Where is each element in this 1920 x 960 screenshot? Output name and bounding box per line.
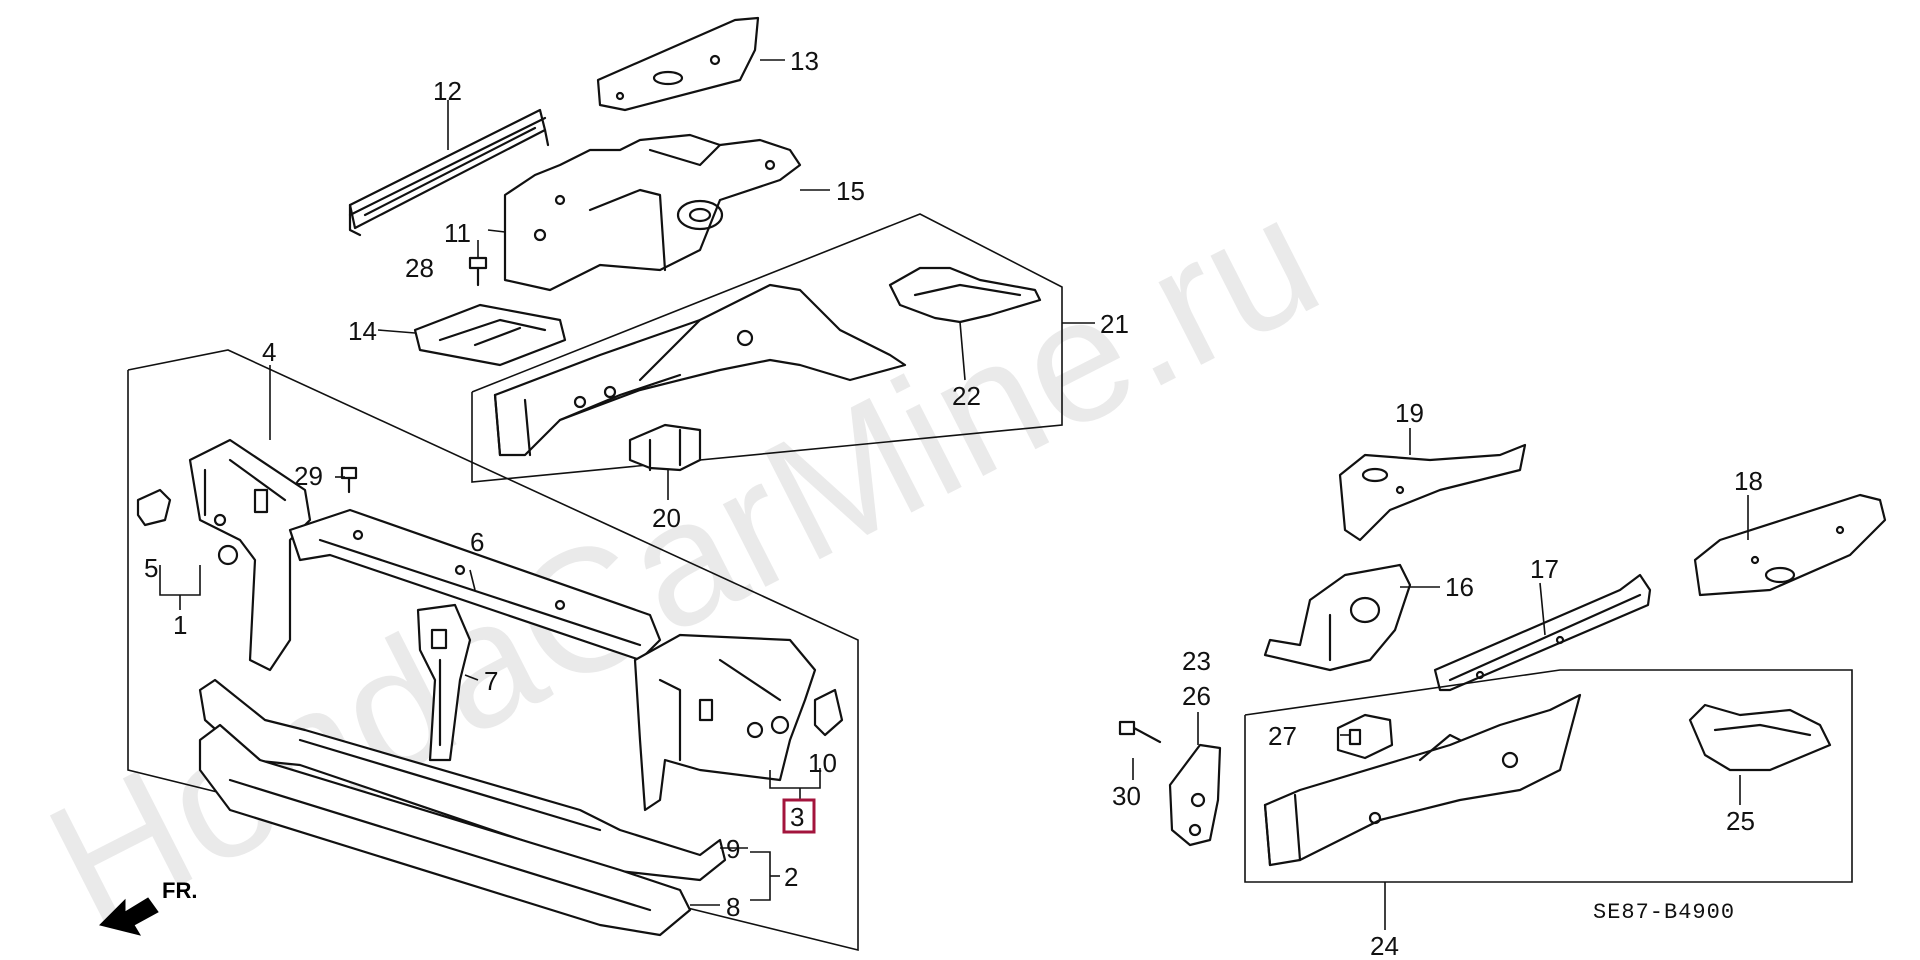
part-25-bracket[interactable] bbox=[1688, 703, 1832, 772]
part-20-bracket[interactable] bbox=[628, 423, 702, 472]
callout-10[interactable]: 10 bbox=[808, 748, 837, 778]
part-3-side-bracket[interactable] bbox=[633, 633, 817, 812]
part-18-rail[interactable] bbox=[1693, 493, 1887, 597]
part-11-wheelhouse[interactable] bbox=[503, 133, 802, 292]
arrow-icon bbox=[99, 897, 159, 936]
callout-5[interactable]: 5 bbox=[144, 553, 158, 583]
callout-22[interactable]: 22 bbox=[952, 381, 981, 411]
callout-26[interactable]: 26 bbox=[1182, 681, 1211, 711]
callout-12[interactable]: 12 bbox=[433, 76, 462, 106]
callout-14[interactable]: 14 bbox=[348, 316, 377, 346]
callout-7[interactable]: 7 bbox=[484, 666, 498, 696]
callout-29[interactable]: 29 bbox=[294, 461, 323, 491]
part-30-bolt[interactable] bbox=[1118, 720, 1162, 744]
part-27-bracket[interactable] bbox=[1336, 713, 1394, 760]
part-6-upper-crossmember[interactable] bbox=[288, 508, 662, 662]
callout-19[interactable]: 19 bbox=[1395, 398, 1424, 428]
callout-20[interactable]: 20 bbox=[652, 503, 681, 533]
front-direction-indicator: FR. bbox=[99, 878, 197, 936]
part-24-frame[interactable] bbox=[1263, 693, 1582, 867]
callout-23[interactable]: 23 bbox=[1182, 646, 1211, 676]
callout-27[interactable]: 27 bbox=[1268, 721, 1297, 751]
part-7-center-stay[interactable] bbox=[416, 603, 472, 762]
callout-9[interactable]: 9 bbox=[726, 834, 740, 864]
part-10-bracket[interactable] bbox=[813, 688, 844, 737]
callout-15[interactable]: 15 bbox=[836, 176, 865, 206]
callout-2[interactable]: 2 bbox=[784, 862, 798, 892]
direction-label: FR. bbox=[162, 878, 197, 903]
callout-18[interactable]: 18 bbox=[1734, 466, 1763, 496]
callout-leaders-left bbox=[159, 59, 1095, 906]
callout-6[interactable]: 6 bbox=[470, 527, 484, 557]
front-bulkhead-group-box bbox=[127, 349, 859, 952]
part-16-bracket[interactable] bbox=[1263, 563, 1412, 672]
callout-13[interactable]: 13 bbox=[790, 46, 819, 76]
part-8-crossmember[interactable] bbox=[198, 723, 692, 937]
part-29-bolt[interactable] bbox=[340, 466, 358, 494]
callout-24[interactable]: 24 bbox=[1370, 931, 1399, 960]
part-13-bracket[interactable] bbox=[596, 16, 760, 112]
part-28-bolt[interactable] bbox=[468, 256, 488, 287]
part-1-side-bracket[interactable] bbox=[188, 438, 312, 672]
callout-11[interactable]: 11 bbox=[444, 218, 471, 248]
callout-leaders-right bbox=[1132, 428, 1749, 930]
callout-21[interactable]: 21 bbox=[1100, 309, 1129, 339]
frame-group-box-24 bbox=[1244, 669, 1853, 883]
part-12-rail[interactable] bbox=[348, 108, 550, 237]
part-5-bracket[interactable] bbox=[136, 488, 172, 527]
callout-3-highlight bbox=[782, 798, 816, 834]
part-17-rail[interactable] bbox=[1433, 573, 1652, 692]
callout-16[interactable]: 16 bbox=[1445, 572, 1474, 602]
part-22-bracket[interactable] bbox=[888, 266, 1042, 324]
frame-group-box-21 bbox=[471, 213, 1063, 483]
callout-4[interactable]: 4 bbox=[262, 337, 276, 367]
callout-3[interactable]: 3 bbox=[790, 802, 804, 832]
part-19-bracket[interactable] bbox=[1338, 443, 1527, 542]
callout-30[interactable]: 30 bbox=[1112, 781, 1141, 811]
callout-17[interactable]: 17 bbox=[1530, 554, 1559, 584]
callout-1[interactable]: 1 bbox=[173, 610, 187, 640]
diagram-code: SE87-B4900 bbox=[1593, 900, 1735, 925]
part-26-plate[interactable] bbox=[1168, 743, 1222, 847]
callout-25[interactable]: 25 bbox=[1726, 806, 1755, 836]
part-14-panel[interactable] bbox=[413, 303, 567, 367]
callout-8[interactable]: 8 bbox=[726, 892, 740, 922]
callout-28[interactable]: 28 bbox=[405, 253, 434, 283]
part-21-frame-rail[interactable] bbox=[493, 283, 907, 457]
